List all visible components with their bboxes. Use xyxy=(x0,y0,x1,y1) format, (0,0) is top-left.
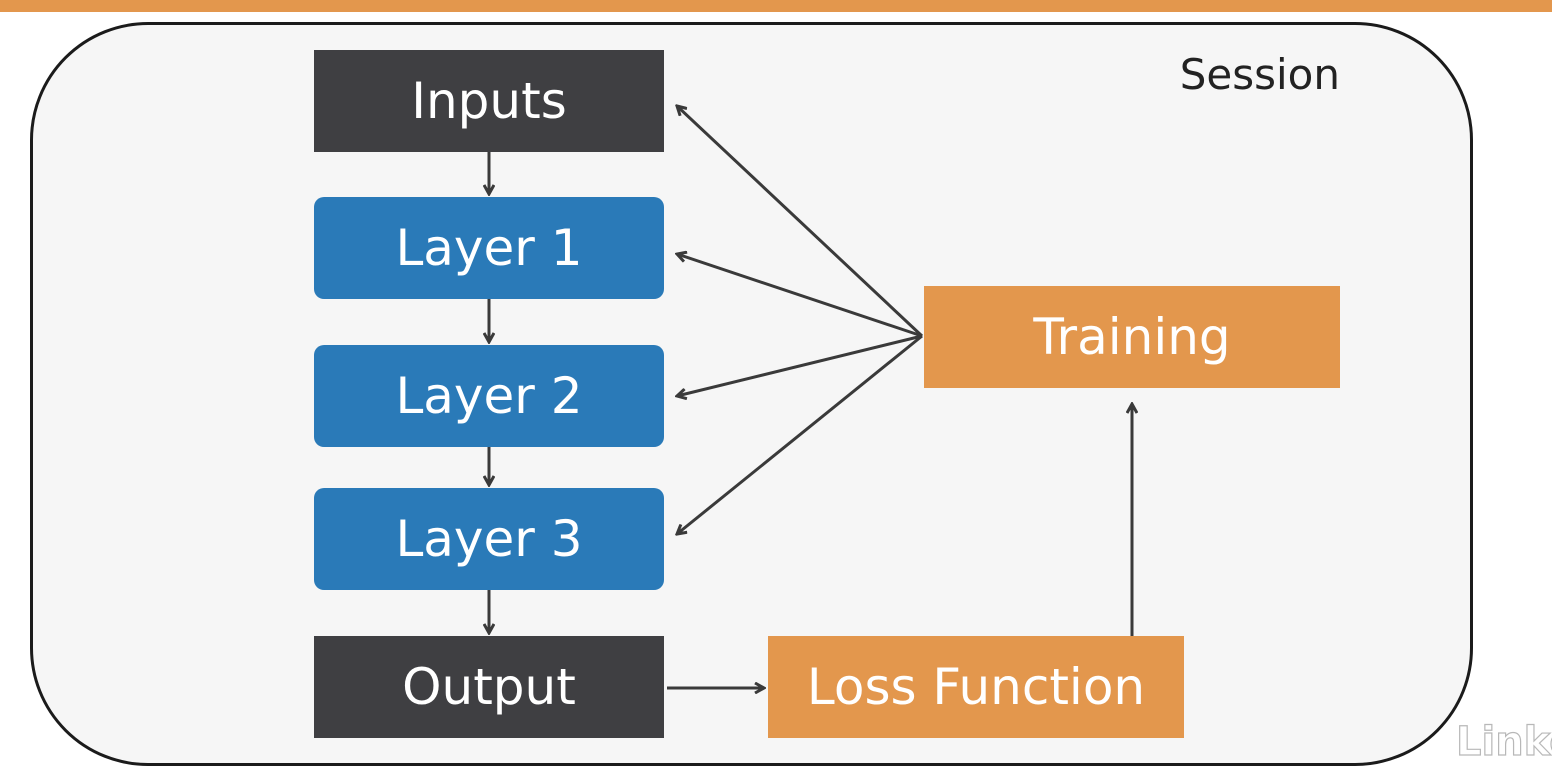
session-frame xyxy=(30,22,1473,766)
session-label: Session xyxy=(1179,50,1340,99)
watermark-logo: Linke xyxy=(1455,719,1552,765)
inputs-node: Inputs xyxy=(314,50,664,152)
layer-1-node: Layer 1 xyxy=(314,197,664,299)
output-node: Output xyxy=(314,636,664,738)
layer-3-node: Layer 3 xyxy=(314,488,664,590)
loss-function-node: Loss Function xyxy=(768,636,1184,738)
layer-2-node: Layer 2 xyxy=(314,345,664,447)
top-accent-bar xyxy=(0,0,1552,12)
training-node: Training xyxy=(924,286,1340,388)
